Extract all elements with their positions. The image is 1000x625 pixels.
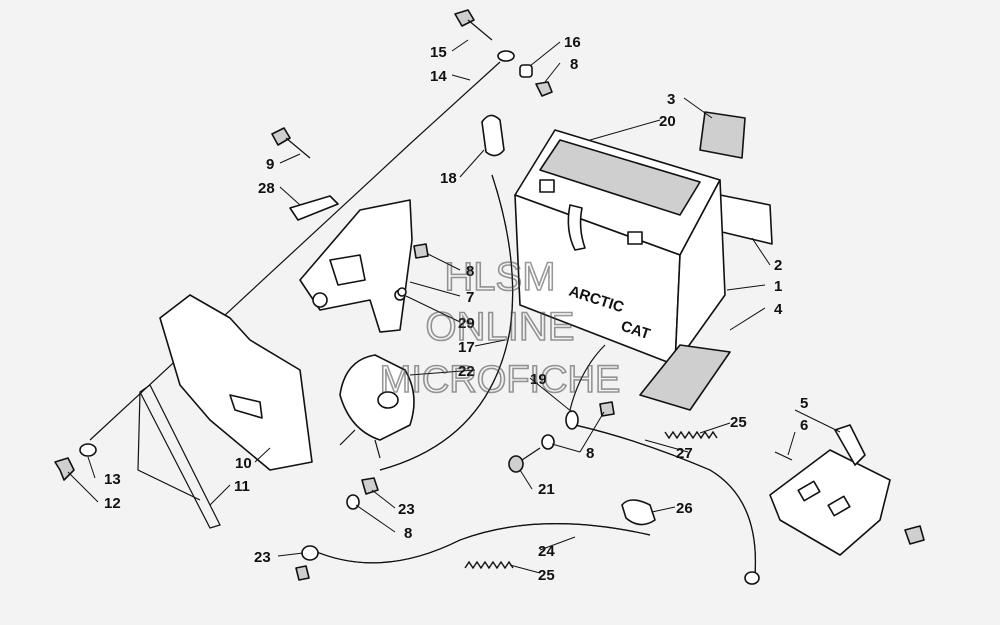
cable-19 <box>569 344 606 411</box>
callout-6: 6 <box>800 417 808 434</box>
callout-12: 12 <box>104 495 121 512</box>
spring-25-upper <box>664 430 718 440</box>
terminal-24 <box>301 545 319 561</box>
callout-8: 8 <box>570 56 578 73</box>
solenoid-22 <box>339 354 415 459</box>
callout-14: 14 <box>430 68 447 85</box>
callout-16: 16 <box>564 34 581 51</box>
bolt-9 <box>271 127 311 159</box>
callout-25: 25 <box>538 567 555 584</box>
watermark: HLSM ONLINE MICROFICHE <box>379 254 621 402</box>
watermark-line-3: MICROFICHE <box>380 359 621 401</box>
pad-2 <box>719 194 773 245</box>
callout-13: 13 <box>104 471 121 488</box>
frame-11 <box>137 384 221 529</box>
callout-7: 7 <box>466 289 474 306</box>
bracket-7 <box>299 199 413 333</box>
nut-8-right <box>599 401 615 417</box>
wingnut-12 <box>54 457 75 481</box>
callout-26: 26 <box>676 500 693 517</box>
screw-29 <box>397 287 407 297</box>
callout-21: 21 <box>538 481 555 498</box>
callout-18: 18 <box>440 170 457 187</box>
boot-18 <box>481 114 505 157</box>
callout-5: 5 <box>800 395 808 412</box>
callout-27: 27 <box>676 445 693 462</box>
callout-10: 10 <box>235 455 252 472</box>
pin-6 <box>774 451 793 461</box>
callout-23: 23 <box>398 501 415 518</box>
callout-22: 22 <box>458 363 475 380</box>
cable-24 <box>311 523 651 564</box>
vent-tube-20 <box>567 204 586 251</box>
callout-23: 23 <box>254 549 271 566</box>
callout-15: 15 <box>430 44 447 61</box>
clip-tray <box>904 525 925 545</box>
washer-13 <box>79 443 97 457</box>
washer-8-low <box>346 494 360 510</box>
callout-20: 20 <box>659 113 676 130</box>
terminal-19 <box>565 410 579 430</box>
washer-8-right <box>541 434 555 450</box>
callout-29: 29 <box>458 315 475 332</box>
rod-14 <box>411 50 515 143</box>
callout-9: 9 <box>266 156 274 173</box>
battery-1: ARCTIC CAT <box>514 129 726 366</box>
cable-27 <box>574 424 757 576</box>
callout-11: 11 <box>234 478 250 495</box>
nut-23-mid <box>361 477 379 495</box>
spring-25-lower <box>464 560 514 570</box>
watermark-line-1: HLSM <box>444 255 555 299</box>
leader-lines <box>67 39 841 574</box>
watermark-line-2: ONLINE <box>426 305 575 349</box>
callout-24: 24 <box>538 543 555 560</box>
callout-25: 25 <box>730 414 747 431</box>
plate-28 <box>289 195 339 221</box>
spacer-16 <box>519 64 533 78</box>
boot-26 <box>621 499 656 526</box>
callout-19: 19 <box>530 371 547 388</box>
bolt-21 <box>508 447 541 473</box>
tray-5 <box>769 424 891 556</box>
callout-labels: 15 14 16 8 3 20 9 28 18 2 1 4 8 7 29 17 … <box>104 34 808 584</box>
callout-3: 3 <box>667 91 675 108</box>
callout-17: 17 <box>458 339 475 356</box>
callout-8: 8 <box>404 525 412 542</box>
callout-8: 8 <box>586 445 594 462</box>
pad-3 <box>699 111 746 159</box>
callout-8: 8 <box>466 263 474 280</box>
callout-1: 1 <box>774 278 782 295</box>
nut-23-low <box>295 565 310 581</box>
nut-8-top <box>535 81 553 97</box>
terminal-27 <box>744 571 760 585</box>
callout-28: 28 <box>258 180 275 197</box>
grommet-8-bracket <box>413 243 429 259</box>
pad-4 <box>639 344 731 411</box>
callout-4: 4 <box>774 301 783 318</box>
bolt-15 <box>454 9 493 41</box>
shield-10 <box>159 294 313 471</box>
callout-2: 2 <box>774 257 782 274</box>
